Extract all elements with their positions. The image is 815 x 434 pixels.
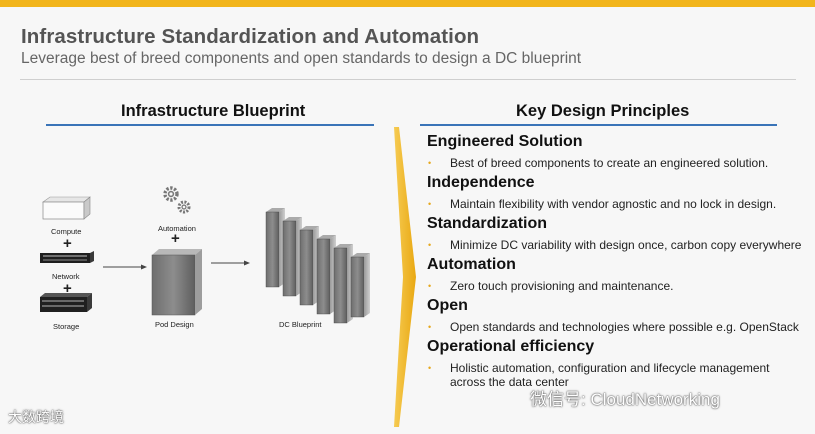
principle-title: Open: [427, 297, 468, 314]
slide-subtitle: Leverage best of breed components and op…: [21, 50, 582, 67]
bullet-icon: •: [428, 240, 432, 250]
chevron-arrow-icon: [394, 127, 416, 427]
dc-rack-row-icon: [265, 208, 370, 324]
principle-text: •Open standards and technologies where p…: [428, 320, 799, 334]
storage-array-icon: [40, 293, 92, 312]
title-divider: [20, 79, 796, 80]
arrow-to-dc-icon: [211, 260, 250, 266]
watermark-right: 微信号: CloudNetworking: [530, 390, 720, 409]
principle-text: •Best of breed components to create an e…: [428, 156, 769, 170]
principle-title: Engineered Solution: [427, 133, 583, 150]
bullet-icon: •: [428, 363, 432, 373]
principle-text: •Zero touch provisioning and maintenance…: [428, 279, 674, 293]
principle-title: Operational efficiency: [427, 338, 595, 355]
automation-label: Automation: [158, 224, 196, 233]
blueprint-heading: Infrastructure Blueprint: [121, 102, 306, 120]
pod-design-label: Pod Design: [155, 320, 194, 329]
plus-sign: +: [63, 280, 72, 297]
gear-icon: [163, 186, 191, 214]
pod-rack-icon: [151, 249, 202, 316]
arrow-to-pod-icon: [103, 264, 147, 270]
compute-label: Compute: [51, 227, 82, 236]
plus-sign: +: [63, 235, 72, 252]
principle-title: Independence: [427, 174, 535, 191]
storage-label: Storage: [53, 322, 80, 331]
slide-title: Infrastructure Standardization and Autom…: [21, 25, 480, 48]
principles-list: Engineered Solution •Best of breed compo…: [427, 132, 802, 392]
principle-text: •Minimize DC variability with design onc…: [428, 238, 802, 252]
principle-text: •Holistic automation, configuration and …: [428, 361, 770, 389]
blueprint-diagram: [40, 186, 370, 324]
principles-heading: Key Design Principles: [516, 102, 690, 120]
top-accent-bar: [0, 0, 815, 7]
principles-heading-rule: [420, 124, 777, 126]
principle-text: •Maintain flexibility with vendor agnost…: [428, 197, 777, 211]
bullet-icon: •: [428, 281, 432, 291]
blueprint-heading-rule: [46, 124, 374, 126]
dc-blueprint-label: DC Blueprint: [279, 320, 322, 329]
network-switch-icon: [40, 251, 94, 263]
compute-server-icon: [42, 196, 91, 220]
watermark-left: 大数跨境: [8, 409, 64, 425]
principle-title: Standardization: [427, 215, 548, 232]
bullet-icon: •: [428, 158, 432, 168]
network-label: Network: [52, 272, 80, 281]
principle-title: Automation: [427, 256, 516, 273]
bullet-icon: •: [428, 199, 432, 209]
bullet-icon: •: [428, 322, 432, 332]
plus-sign: +: [171, 230, 180, 247]
